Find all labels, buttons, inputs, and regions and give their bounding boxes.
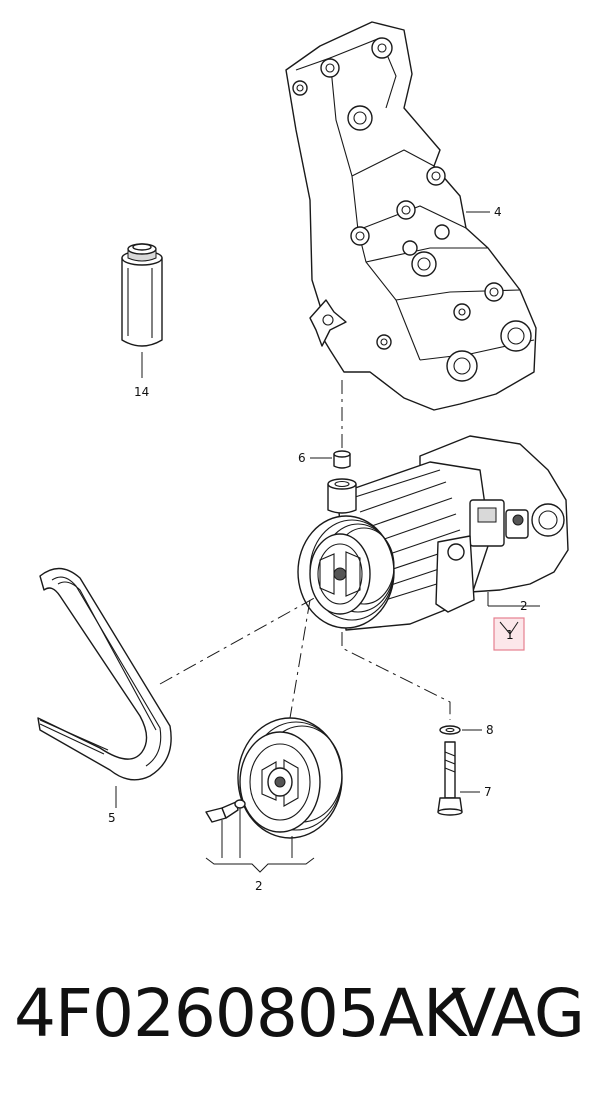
callout-2-bottom: 2 <box>255 879 263 893</box>
callout-4: 4 <box>494 205 502 219</box>
callout-5: 5 <box>108 811 116 825</box>
exploded-parts-diagram: 14 4 <box>37 21 569 893</box>
part-7-bolt: 7 <box>437 741 492 816</box>
part-6-sleeve: 6 <box>298 450 351 469</box>
callout-7: 7 <box>484 785 492 799</box>
part-14-cylinder: 14 <box>121 243 163 399</box>
callout-1-highlight <box>493 617 525 651</box>
callout-1: 1 <box>506 628 514 642</box>
part-8-washer: 8 <box>439 723 494 737</box>
part-5-belt: 5 <box>37 567 172 825</box>
callout-8: 8 <box>486 723 494 737</box>
part-1-compressor <box>297 435 569 631</box>
callout-2-top: 2 <box>520 599 528 613</box>
axis-line-tensioner <box>289 599 311 719</box>
axis-line-compressor-bolt <box>341 632 451 720</box>
part-number: 4F0260805AK <box>14 975 466 1052</box>
callout-14: 14 <box>134 385 149 399</box>
part-4-bracket: 4 <box>285 21 537 411</box>
axis-line-belt <box>159 595 319 685</box>
callout-6: 6 <box>298 451 306 465</box>
part-2-tensioner-pulley: 2 <box>205 717 343 893</box>
brand-name: VAG <box>450 975 585 1052</box>
